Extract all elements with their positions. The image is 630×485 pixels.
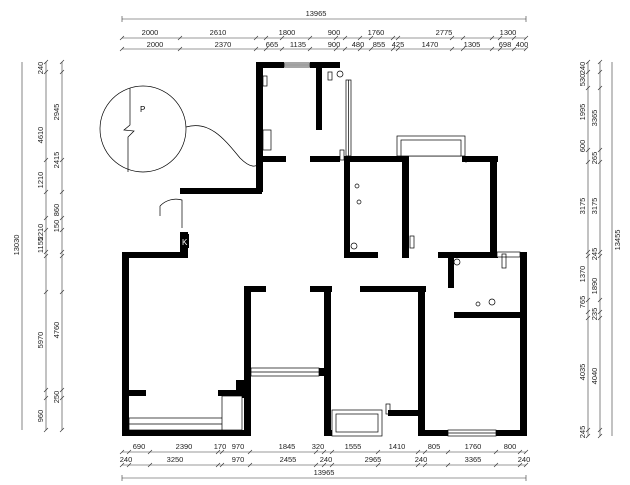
right-dim-2-1: 3365 (590, 110, 599, 127)
top-dim-2-2: 2370 (215, 40, 232, 49)
top-dim-2-11: 698 (499, 40, 512, 49)
right-dim-1-2: 530 (578, 74, 587, 87)
parking-label: P (140, 105, 145, 114)
top-total-dim: 13965 (306, 9, 327, 18)
top-dim-2-6: 480 (352, 40, 365, 49)
bottom-dim-2-4: 2455 (280, 455, 297, 464)
right-dimensions: 240 530 1995 600 3175 1370 765 4035 245 … (578, 59, 622, 439)
left-dim-1-6: 5970 (36, 332, 45, 349)
bottom-dim-1-7: 1555 (345, 442, 362, 451)
top-dim-1-4: 900 (328, 28, 341, 37)
right-dim-2-6: 235 (590, 308, 599, 321)
bottom-dim-2-9: 240 (518, 455, 531, 464)
bottom-dim-2-7: 240 (415, 455, 428, 464)
bottom-dim-2-8: 3365 (465, 455, 482, 464)
bottom-dim-1-10: 1760 (465, 442, 482, 451)
left-dim-1-1: 240 (36, 62, 45, 75)
bottom-dim-1-9: 805 (428, 442, 441, 451)
top-dim-2-1: 2000 (147, 40, 164, 49)
right-dim-1-6: 1370 (578, 266, 587, 283)
right-dim-2-2: 265 (590, 152, 599, 165)
left-dim-1-3: 1210 (36, 172, 45, 189)
left-dim-2-5: 4760 (52, 322, 61, 339)
top-dim-1-1: 2000 (142, 28, 159, 37)
left-dimensions: 13030 240 4610 1210 2210 1155 5970 960 2… (12, 59, 65, 433)
bottom-dim-2-5: 240 (320, 455, 333, 464)
walls (122, 62, 527, 436)
bottom-dim-1-11: 800 (504, 442, 517, 451)
left-dim-2-2: 2415 (52, 152, 61, 169)
top-dim-1-2: 2610 (210, 28, 227, 37)
bottom-dimensions: 690 2390 170 970 1845 320 1555 1410 805 … (120, 442, 531, 481)
bottom-dim-1-5: 1845 (279, 442, 296, 451)
right-dim-2-7: 4040 (590, 368, 599, 385)
bottom-total-dim: 13965 (314, 468, 335, 477)
left-dim-2-3: 860 (52, 204, 61, 217)
top-dim-2-12: 400 (516, 40, 529, 49)
right-dim-1-8: 4035 (578, 364, 587, 381)
top-dim-2-10: 1305 (464, 40, 481, 49)
top-dim-1-7: 1300 (500, 28, 517, 37)
kitchen-marker: K (180, 234, 189, 248)
parking-symbol: P (99, 85, 263, 173)
right-dim-1-5: 3175 (578, 198, 587, 215)
top-dim-2-4: 1135 (290, 40, 306, 49)
bottom-dim-2-1: 240 (120, 455, 133, 464)
top-dim-1-3: 1800 (279, 28, 296, 37)
kitchen-label: K (182, 238, 188, 247)
left-dim-2-1: 2945 (52, 104, 61, 121)
right-dim-1-3: 1995 (578, 104, 587, 121)
windows (128, 62, 521, 437)
right-total-dim: 13455 (613, 230, 622, 251)
right-dim-2-4: 245 (590, 248, 599, 261)
top-dim-1-6: 2775 (436, 28, 453, 37)
bottom-dim-1-4: 970 (232, 442, 245, 451)
right-dim-2-5: 1890 (590, 278, 599, 295)
bottom-dim-1-1: 690 (133, 442, 146, 451)
top-dimensions: 13965 2000 2610 1800 900 1760 2775 1300 … (119, 9, 529, 52)
left-dim-2-6: 250 (52, 391, 61, 404)
left-dim-1-2: 4610 (36, 127, 45, 144)
top-dim-2-5: 900 (328, 40, 341, 49)
right-dim-1-7: 765 (578, 296, 587, 309)
top-dim-2-7: 855 (373, 40, 386, 49)
left-dim-1-5: 1155 (36, 237, 45, 253)
bottom-dim-1-6: 320 (312, 442, 325, 451)
right-dim-1-9: 245 (578, 426, 587, 439)
right-dim-2-3: 3175 (590, 198, 599, 215)
bottom-dim-1-2: 2390 (176, 442, 193, 451)
bottom-dim-2-2: 3250 (167, 455, 184, 464)
top-dim-2-3: 665 (266, 40, 279, 49)
top-dim-1-5: 1760 (368, 28, 385, 37)
doors-and-fixtures (159, 70, 507, 415)
right-dim-1-4: 600 (578, 140, 587, 153)
bottom-dim-2-3: 970 (232, 455, 245, 464)
bottom-dim-1-8: 1410 (389, 442, 406, 451)
top-dim-2-8: 425 (392, 40, 405, 49)
left-dim-2-4: 150 (52, 220, 61, 233)
bottom-dim-1-3: 170 (214, 442, 227, 451)
top-dim-2-9: 1470 (422, 40, 439, 49)
bottom-dim-2-6: 2965 (365, 455, 382, 464)
left-total-dim: 13030 (12, 235, 21, 256)
left-dim-1-4: 2210 (36, 224, 45, 241)
right-dim-1-1: 240 (578, 62, 587, 75)
left-dim-1-7: 960 (36, 410, 45, 423)
